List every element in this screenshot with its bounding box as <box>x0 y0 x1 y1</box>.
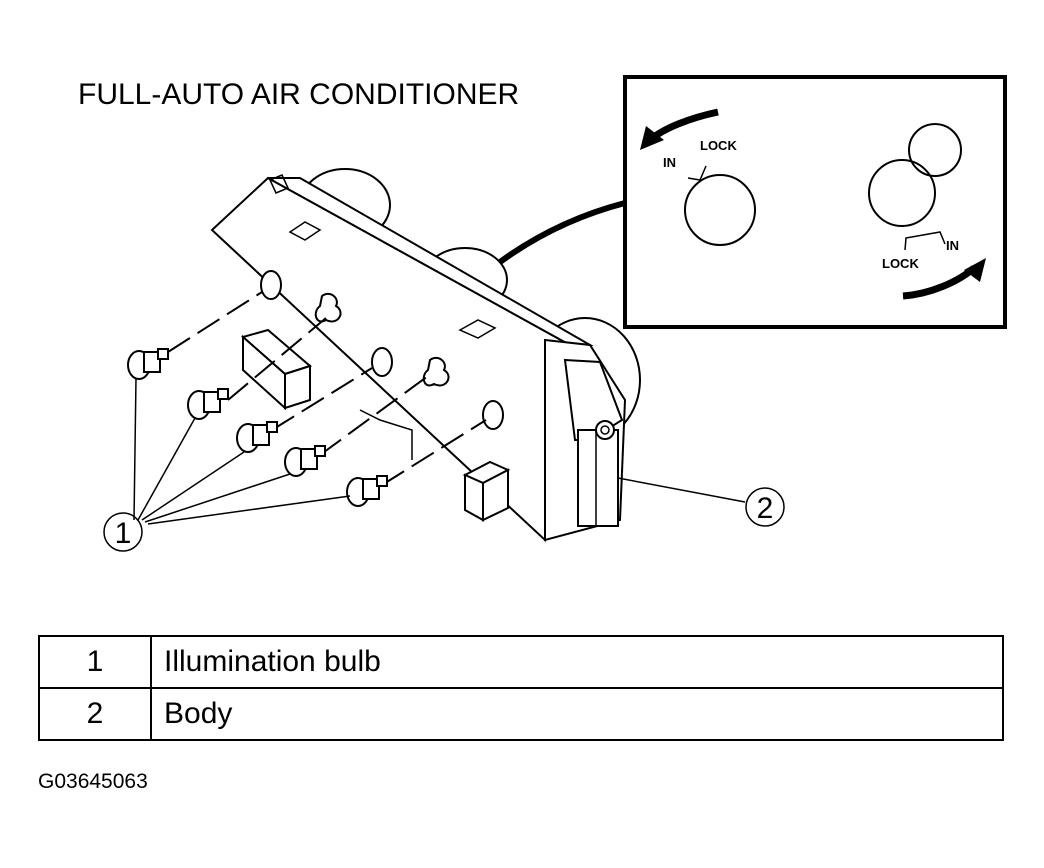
svg-text:2: 2 <box>757 492 774 525</box>
legend-table: 1 Illumination bulb 2 Body <box>38 635 1004 741</box>
legend-description: Body <box>150 687 1004 741</box>
table-row: 1 Illumination bulb <box>38 635 1004 689</box>
socket-hole-left <box>684 174 756 246</box>
socket-hole-right <box>868 159 936 227</box>
callout-2: 2 <box>745 487 785 527</box>
illumination-bulb-1 <box>127 348 169 380</box>
svg-text:1: 1 <box>115 517 132 550</box>
bulb-hole <box>260 270 282 300</box>
callout-1: 1 <box>103 512 143 552</box>
legend-number: 1 <box>38 635 152 689</box>
illumination-bulb-4 <box>284 445 326 477</box>
control-unit-body <box>210 168 641 543</box>
bulb-hole <box>314 292 342 323</box>
legend-description: Illumination bulb <box>150 635 1004 689</box>
svg-text:IN: IN <box>663 155 676 170</box>
table-row: 2 Body <box>38 687 1004 741</box>
svg-text:LOCK: LOCK <box>882 256 919 271</box>
figure-id: G03645063 <box>38 770 148 793</box>
bulb-hole <box>371 347 393 377</box>
illumination-bulb-2 <box>187 388 229 420</box>
legend-number: 2 <box>38 687 152 741</box>
illumination-bulb-5 <box>346 475 388 507</box>
illumination-bulb-3 <box>236 421 278 453</box>
svg-text:LOCK: LOCK <box>700 138 737 153</box>
inset-socket-detail: IN LOCK LOCK IN <box>623 75 1007 329</box>
bulb-hole <box>482 400 504 430</box>
exploded-diagram: FULL-AUTO AIR CONDITIONER IN LOCK LOCK I… <box>78 75 1007 552</box>
svg-text:IN: IN <box>946 238 959 253</box>
diagram-title: FULL-AUTO AIR CONDITIONER <box>78 78 519 111</box>
